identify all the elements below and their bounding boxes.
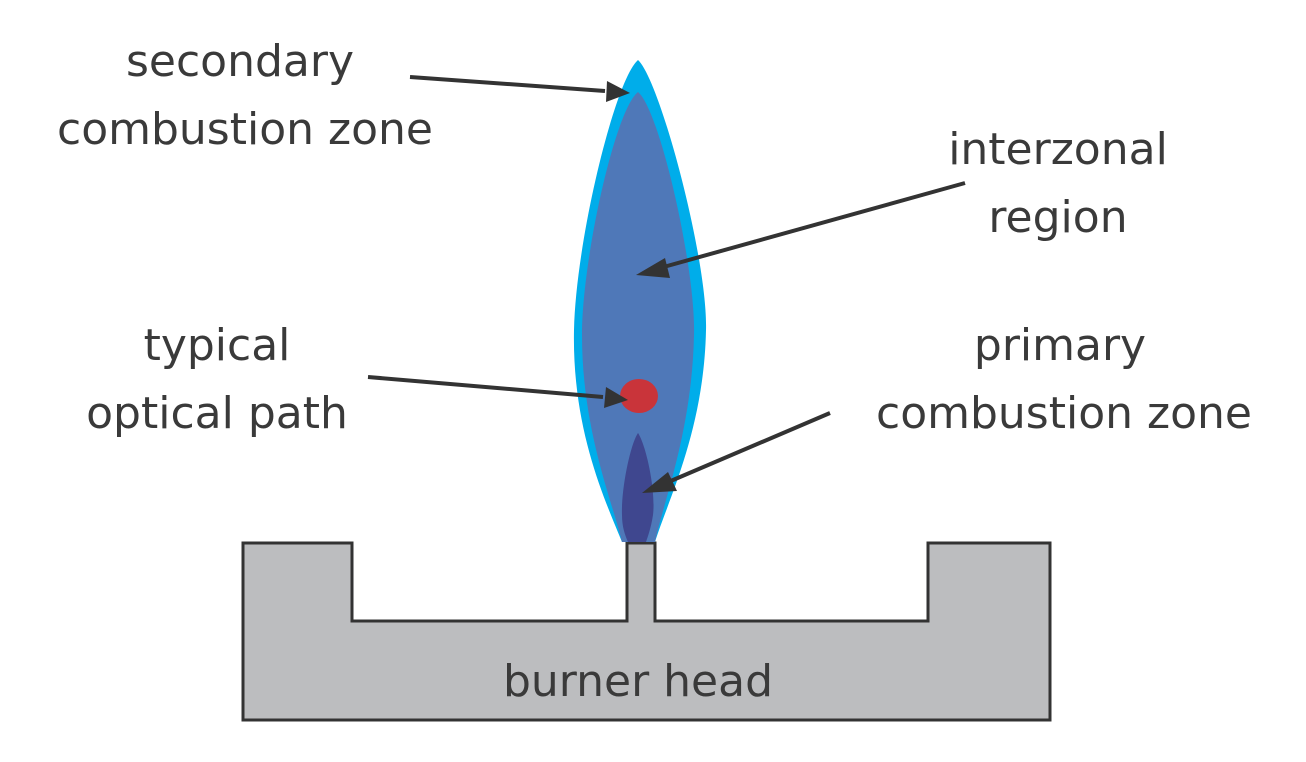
label-optical-line1: typical	[144, 320, 291, 371]
primary-combustion-zone	[621, 433, 654, 542]
label-secondary-line1: secondary	[126, 36, 354, 87]
arrow-primary	[665, 411, 831, 485]
label-secondary-line2: combustion zone	[57, 104, 433, 155]
interzonal-region	[582, 92, 695, 542]
arrowhead-icon	[636, 258, 670, 278]
arrow-interzonal	[659, 181, 966, 270]
label-primary-line2: combustion zone	[876, 388, 1252, 439]
arrowhead-icon	[606, 81, 630, 102]
label-interzonal-line1: interzonal	[948, 124, 1168, 175]
burner-head	[241, 541, 1052, 722]
label-primary-line1: primary	[974, 320, 1146, 371]
arrow-secondary	[409, 75, 606, 93]
optical-path-spot	[620, 379, 658, 413]
label-burner-head: burner head	[503, 656, 773, 707]
arrows	[367, 75, 966, 493]
arrow-optical	[367, 375, 604, 399]
arrowhead-icon	[642, 472, 677, 493]
label-optical-line2: optical path	[86, 388, 348, 439]
label-interzonal-line2: region	[988, 192, 1127, 243]
arrowhead-icon	[604, 387, 628, 408]
